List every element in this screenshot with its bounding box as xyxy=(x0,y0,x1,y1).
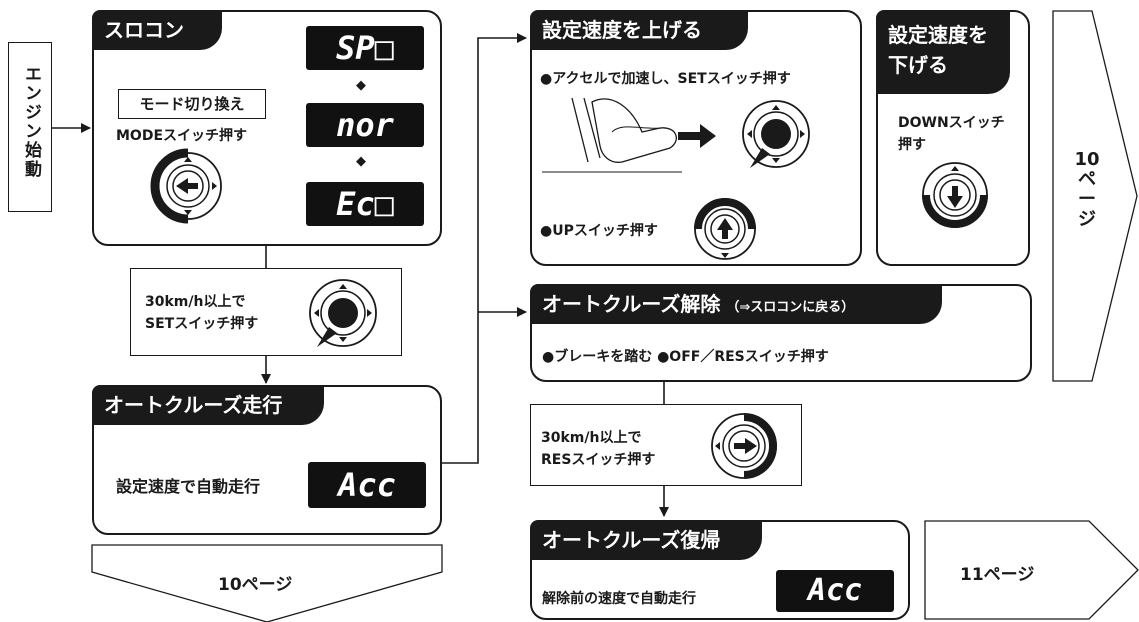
set-step-line1: 30km/h以上で xyxy=(145,294,246,310)
speed-down-title: 設定速度を 下げる xyxy=(876,10,1010,94)
restore-box: オートクルーズ復帰 解除前の速度で自動走行 Acc xyxy=(530,520,910,620)
res-step-line2: RESスイッチ押す xyxy=(541,452,656,468)
page-number: 10 xyxy=(1074,149,1100,170)
page-arrow-right xyxy=(1052,10,1138,382)
mode-instruction: MODEスイッチ押す xyxy=(116,128,248,144)
down-dial-icon xyxy=(922,162,988,228)
page-char: ジ xyxy=(1078,209,1096,230)
display-sp: SP□ xyxy=(306,26,424,70)
set-dial-icon xyxy=(742,100,810,168)
cruise-box: オートクルーズ走行 設定速度で自動走行 Acc xyxy=(92,385,442,535)
restore-title: オートクルーズ復帰 xyxy=(530,520,762,560)
speed-down-box: 設定速度を 下げる DOWNスイッチ 押す xyxy=(876,10,1030,266)
page-arrow-down xyxy=(91,544,443,622)
display-acc-restore: Acc xyxy=(776,570,894,612)
next-page-arrow xyxy=(924,520,1139,620)
down-instruction-line2: 押す xyxy=(898,137,926,153)
set-step-box: 30km/h以上で SETスイッチ押す xyxy=(130,268,402,356)
display-acc: Acc xyxy=(308,462,426,508)
page-char: ペ xyxy=(1078,169,1096,190)
release-box: オートクルーズ解除 （⇒スロコンに戻る） ●ブレーキを踏む ●OFF／RESスイッ… xyxy=(530,284,1032,382)
slocon-title: スロコン xyxy=(92,10,222,50)
speed-down-title-line2: 下げる xyxy=(888,53,948,77)
res-step-line1: 30km/h以上で xyxy=(541,430,642,446)
up-dial-icon xyxy=(694,198,756,260)
down-instruction-line1: DOWNスイッチ xyxy=(898,115,1005,131)
display-eco: Ec□ xyxy=(306,182,424,226)
toggle-arrows-icon: ◆ xyxy=(356,154,366,169)
accelerator-pedal-icon xyxy=(542,97,682,173)
speed-down-title-line1: 設定速度を xyxy=(888,23,988,47)
engine-start-tag: エンジン始動 xyxy=(8,42,52,212)
toggle-arrows-icon: ◆ xyxy=(356,78,366,93)
cruise-title: オートクルーズ走行 xyxy=(92,385,324,425)
slocon-box: スロコン モード切り換え MODEスイッチ押す SP□ ◆ nor ◆ Ec□ xyxy=(92,10,442,246)
res-dial-icon xyxy=(711,413,777,479)
set-dial-icon xyxy=(309,279,377,347)
restore-text: 解除前の速度で自動走行 xyxy=(542,591,696,607)
page-arrow-down-label: 10ページ xyxy=(218,575,293,595)
speed-up-box: 設定速度を上げる ●アクセルで加速し、SETスイッチ押す ●UPスイッチ押す xyxy=(530,10,862,266)
up-instruction: ●UPスイッチ押す xyxy=(540,223,658,239)
display-nor: nor xyxy=(306,103,424,147)
next-page-label: 11ページ xyxy=(960,565,1035,585)
engine-start-label: エンジン始動 xyxy=(21,65,41,179)
mode-dial-icon xyxy=(150,148,222,224)
res-step-box: 30km/h以上で RESスイッチ押す xyxy=(530,404,802,486)
accel-instruction: ●アクセルで加速し、SETスイッチ押す xyxy=(540,71,791,87)
right-arrow-icon xyxy=(678,124,716,148)
speed-up-title: 設定速度を上げる xyxy=(530,10,748,50)
release-title: オートクルーズ解除 （⇒スロコンに戻る） xyxy=(530,284,942,324)
release-instruction: ●ブレーキを踏む ●OFF／RESスイッチ押す xyxy=(542,349,829,365)
release-title-note: （⇒スロコンに戻る） xyxy=(726,300,855,315)
page-char: ー xyxy=(1078,189,1096,210)
mode-switch-label: モード切り換え xyxy=(118,89,266,119)
page-arrow-right-label: 10 ペ ー ジ xyxy=(1072,150,1102,230)
set-step-line2: SETスイッチ押す xyxy=(145,316,259,332)
release-title-text: オートクルーズ解除 xyxy=(542,292,721,316)
cruise-text: 設定速度で自動走行 xyxy=(116,477,261,496)
